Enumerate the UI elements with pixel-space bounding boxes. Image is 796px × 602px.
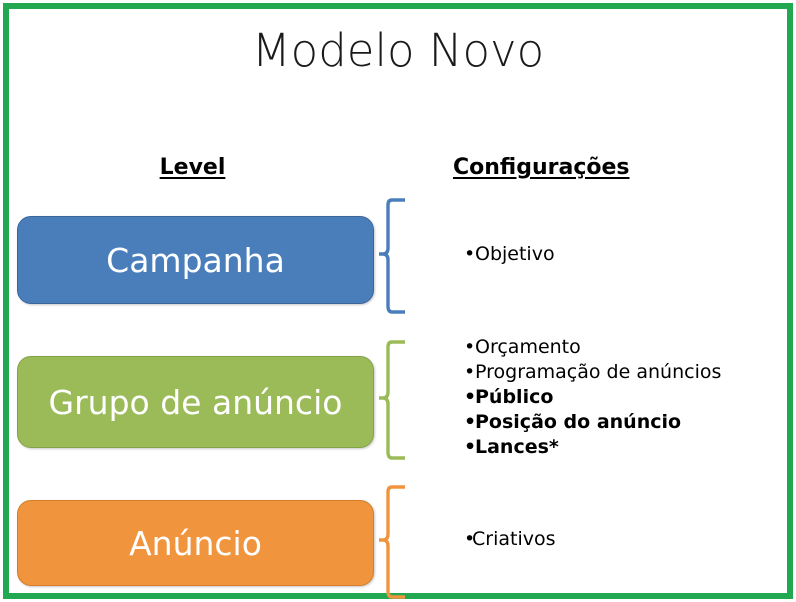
level-box-adgroup[interactable]: Grupo de anúncio <box>17 356 374 448</box>
list-item: •Público <box>464 385 721 410</box>
list-item: •Orçamento <box>464 335 721 360</box>
bullet-icon: • <box>464 528 476 550</box>
page-title: Modelo Novo <box>251 24 545 77</box>
bullet-icon: • <box>464 361 476 383</box>
settings-item-label: Orçamento <box>475 336 581 358</box>
settings-list-adgroup: •Orçamento •Programação de anúncios •Púb… <box>464 335 721 460</box>
settings-item-label: Lances* <box>475 436 559 458</box>
curly-brace-icon-adgroup <box>378 338 408 470</box>
list-item: •Programação de anúncios <box>464 360 721 385</box>
level-box-ad[interactable]: Anúncio <box>17 500 374 586</box>
column-header-level: Level <box>159 155 226 180</box>
level-box-campaign-label: Campanha <box>106 240 285 280</box>
level-box-ad-label: Anúncio <box>129 523 262 563</box>
level-box-adgroup-label: Grupo de anúncio <box>48 382 343 422</box>
curly-brace-icon-campaign <box>378 196 408 324</box>
bullet-icon: • <box>464 386 477 408</box>
settings-item-label: Posição do anúncio <box>475 411 682 433</box>
curly-brace-icon-ad <box>378 483 408 602</box>
bullet-icon: • <box>464 411 477 433</box>
settings-list-ad: •Criativos <box>464 527 556 552</box>
settings-item-label: Criativos <box>472 528 556 550</box>
settings-item-label: Programação de anúncios <box>475 361 722 383</box>
list-item: •Lances* <box>464 435 721 460</box>
settings-item-label: Público <box>475 386 554 408</box>
settings-list-campaign: •Objetivo <box>464 242 555 267</box>
bullet-icon: • <box>464 336 476 358</box>
column-header-settings: Configurações <box>453 155 630 180</box>
list-item: •Objetivo <box>464 242 555 267</box>
bullet-icon: • <box>464 243 476 265</box>
settings-item-label: Objetivo <box>475 243 555 265</box>
bullet-icon: • <box>464 436 477 458</box>
list-item: •Posição do anúncio <box>464 410 721 435</box>
list-item: •Criativos <box>464 527 556 552</box>
level-box-campaign[interactable]: Campanha <box>17 216 374 304</box>
